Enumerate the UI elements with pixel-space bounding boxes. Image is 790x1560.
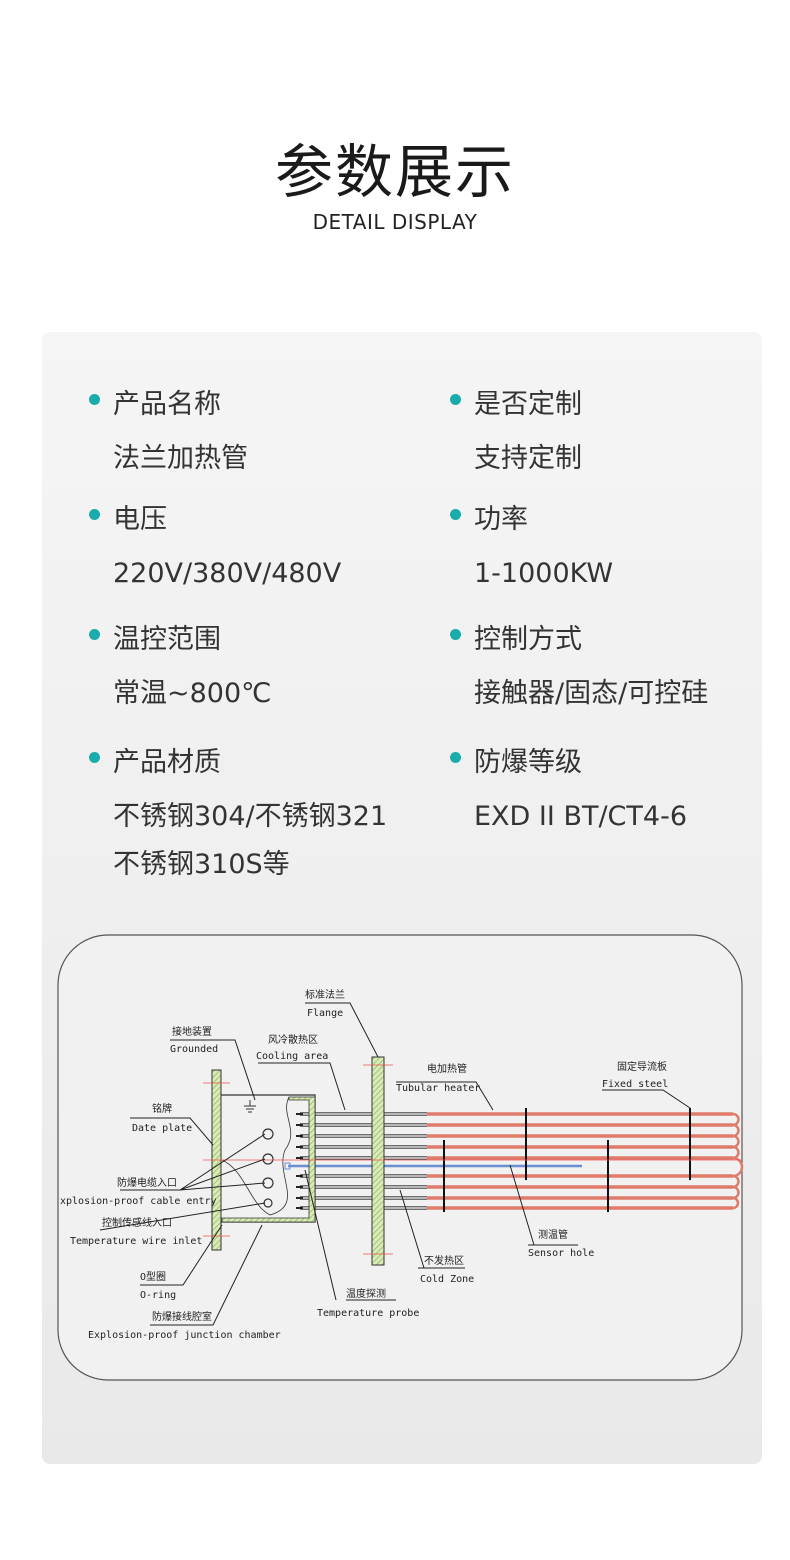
- spec-item: 产品材质不锈钢304/不锈钢321 不锈钢310S等: [89, 740, 388, 889]
- label-cold-cn: 不发热区: [424, 1254, 464, 1267]
- spec-label: 电压: [113, 504, 167, 535]
- bullet-icon: [89, 509, 100, 520]
- label-sensor-cn: 测温管: [538, 1228, 568, 1241]
- heater-tubes: [284, 1108, 744, 1212]
- spec-value: 1-1000KW: [474, 558, 614, 589]
- spec-item: 电压 220V/380V/480V: [89, 497, 342, 598]
- bullet-icon: [450, 509, 461, 520]
- label-wire-cn: 控制传感线入口: [102, 1216, 172, 1229]
- spec-value: 支持定制: [474, 443, 582, 474]
- label-cable-cn: 防爆电缆入口: [117, 1176, 177, 1189]
- label-cable-en: xplosion-proof cable entry: [60, 1196, 217, 1207]
- label-cooling-cn: 风冷散热区: [268, 1033, 318, 1046]
- spec-item: 产品名称法兰加热管: [89, 382, 248, 483]
- label-probe-cn: 温度探测: [346, 1287, 386, 1300]
- spec-item: 是否定制支持定制: [450, 382, 582, 483]
- label-plate-cn: 铭牌: [152, 1102, 172, 1115]
- chamber-wall: [221, 1096, 316, 1223]
- page-subtitle: DETAIL DISPLAY: [312, 210, 478, 234]
- spec-label: 产品材质: [113, 747, 221, 778]
- bullet-icon: [89, 394, 100, 405]
- bullet-icon: [450, 629, 461, 640]
- tube-bend: [732, 1196, 740, 1210]
- spec-value: EXD II BT/CT4-6: [474, 801, 687, 832]
- label-oring-en: O-ring: [140, 1290, 176, 1301]
- label-heater-cn: 电加热管: [427, 1062, 467, 1075]
- bullet-icon: [450, 752, 461, 763]
- spec-label: 温控范围: [113, 624, 221, 655]
- spec-value: 不锈钢304/不锈钢321: [113, 801, 388, 832]
- spec-value: 常温~800℃: [113, 678, 272, 709]
- spec-label: 功率: [474, 504, 528, 535]
- label-fixed-en: Fixed steel: [602, 1079, 668, 1090]
- flange-shape: [371, 1056, 385, 1266]
- bullet-icon: [450, 394, 461, 405]
- label-sensor-en: Sensor hole: [528, 1248, 594, 1259]
- spec-label: 控制方式: [474, 624, 582, 655]
- spec-value: 法兰加热管: [113, 443, 248, 474]
- spec-label: 产品名称: [113, 389, 221, 420]
- label-probe-en: Temperature probe: [317, 1308, 419, 1319]
- page-title: 参数展示: [274, 138, 515, 206]
- bullet-icon: [89, 752, 100, 763]
- spec-value: 220V/380V/480V: [113, 558, 342, 589]
- label-cold-en: Cold Zone: [420, 1274, 474, 1285]
- spec-item: 功率 1-1000KW: [450, 497, 614, 598]
- tube-bend: [732, 1156, 744, 1178]
- label-chamber-en: Explosion-proof junction chamber: [88, 1330, 281, 1341]
- label-flange-en: Flange: [307, 1008, 343, 1019]
- label-cooling-en: Cooling area: [256, 1051, 328, 1062]
- label-oring-cn: O型圈: [140, 1270, 166, 1283]
- label-plate-en: Date plate: [132, 1123, 192, 1134]
- sensor-head: [284, 1162, 291, 1170]
- spec-label: 防爆等级: [474, 747, 582, 778]
- label-wire-en: Temperature wire inlet: [70, 1236, 202, 1247]
- spec-item: 防爆等级 EXD II BT/CT4-6: [450, 740, 687, 841]
- label-flange-cn: 标准法兰: [305, 988, 345, 1001]
- spec-value: 不锈钢310S等: [113, 849, 290, 880]
- spec-label: 是否定制: [474, 389, 582, 420]
- ground-icon: [244, 1100, 256, 1113]
- bullet-icon: [89, 629, 100, 640]
- label-grounded-en: Grounded: [170, 1044, 218, 1055]
- spec-value: 接触器/固态/可控硅: [474, 678, 709, 709]
- label-heater-en: Tubular heater: [396, 1083, 480, 1094]
- spec-item: 温控范围常温~800℃: [89, 617, 272, 718]
- spec-item: 控制方式接触器/固态/可控硅: [450, 617, 709, 718]
- label-chamber-cn: 防爆接线腔室: [152, 1310, 212, 1323]
- label-fixed-cn: 固定导流板: [617, 1060, 667, 1073]
- label-grounded-cn: 接地装置: [172, 1025, 212, 1038]
